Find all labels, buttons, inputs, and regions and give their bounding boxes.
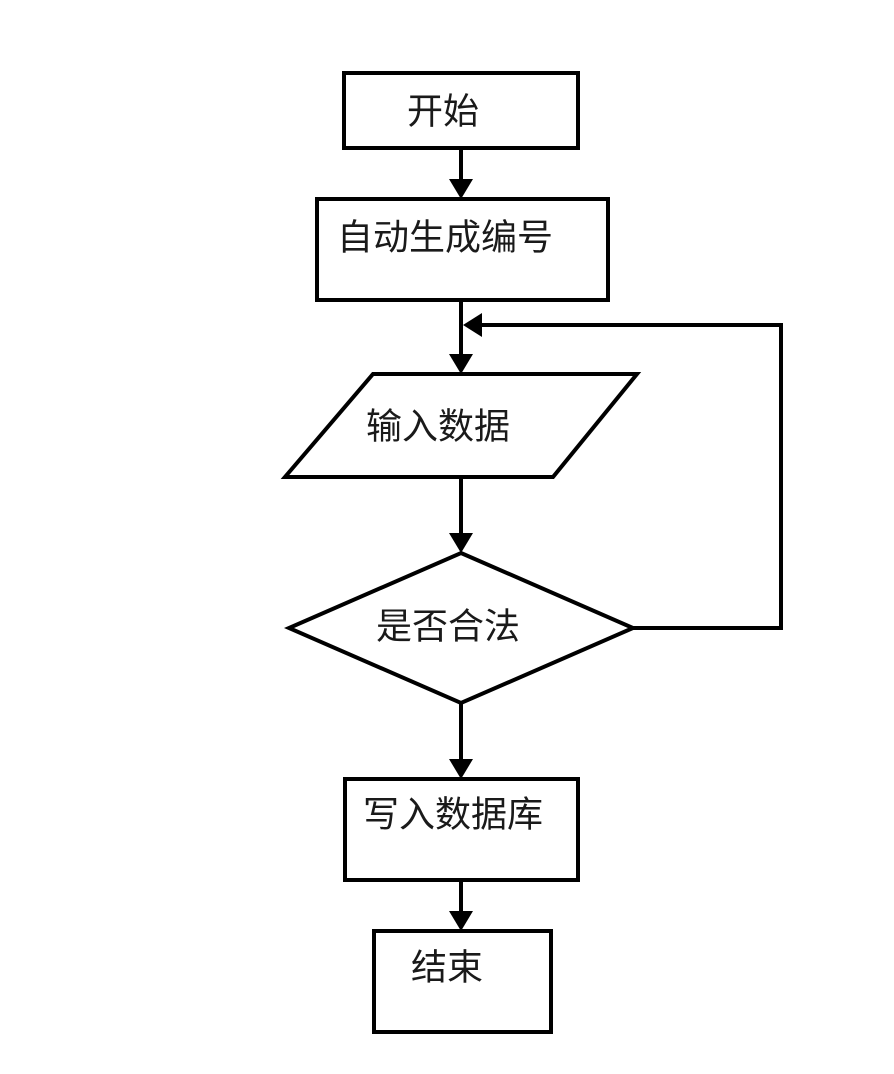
edge-auto-number-to-input-data (449, 300, 473, 374)
node-write-db: 写入数据库 (343, 777, 580, 882)
edge-validate-to-write-db (449, 703, 473, 779)
validate-label: 是否合法 (376, 606, 520, 647)
node-input-data: 输入数据 (280, 372, 642, 479)
arrowhead-down-icon (449, 533, 473, 553)
edge-validate-loop-back (463, 313, 783, 630)
start-label: 开始 (407, 91, 479, 132)
auto-number-label: 自动生成编号 (337, 217, 553, 258)
arrowhead-down-icon (449, 179, 473, 199)
node-start: 开始 (342, 71, 580, 150)
arrowhead-down-icon (449, 759, 473, 779)
input-data-label: 输入数据 (366, 406, 510, 447)
node-auto-number: 自动生成编号 (315, 197, 610, 302)
edge-write-db-to-end (449, 880, 473, 931)
end-rectangle (372, 929, 553, 1034)
node-end: 结束 (372, 929, 553, 1034)
edge-line (482, 323, 783, 630)
end-label: 结束 (411, 947, 483, 988)
edge-start-to-auto-number (449, 148, 473, 199)
validate-diamond (283, 550, 639, 706)
auto-number-rectangle (315, 197, 610, 302)
arrowhead-down-icon (449, 911, 473, 931)
write-db-rectangle (343, 777, 580, 882)
write-db-label: 写入数据库 (363, 794, 543, 835)
arrowhead-left-icon (463, 313, 482, 337)
input-data-parallelogram (280, 372, 642, 479)
arrowhead-down-icon (449, 354, 473, 374)
node-validate: 是否合法 (283, 550, 639, 706)
edge-input-data-to-validate (449, 477, 473, 553)
start-rectangle (342, 71, 580, 150)
